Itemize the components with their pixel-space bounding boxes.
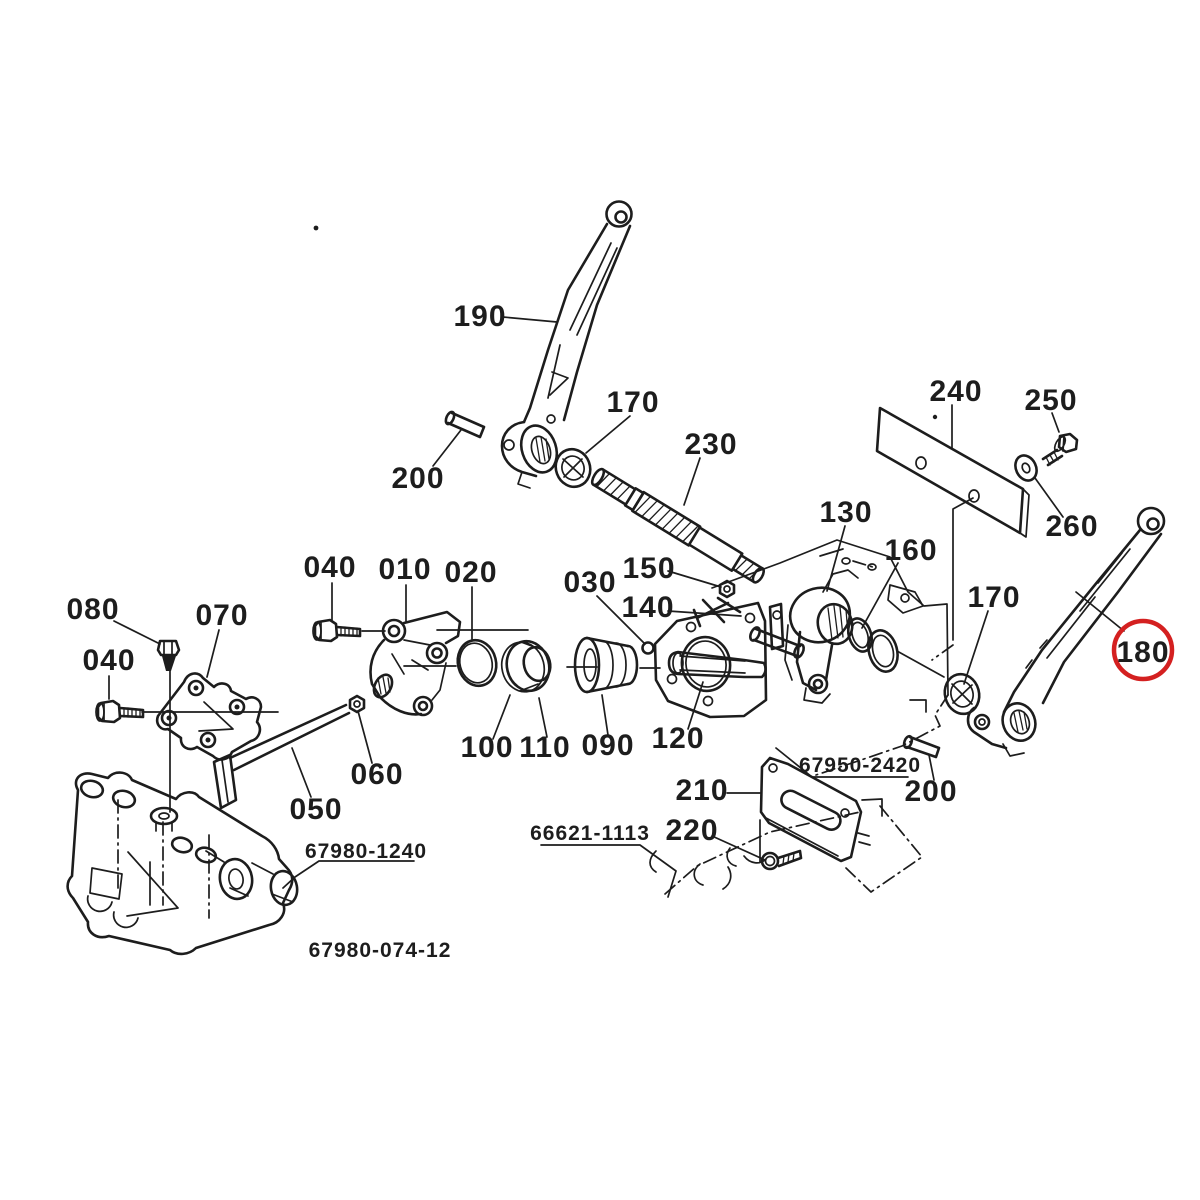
callout-170-right: 170: [967, 581, 1020, 614]
plate-120: [653, 601, 768, 719]
callout-200-left: 200: [391, 462, 444, 495]
callout-010: 010: [378, 553, 431, 586]
callout-050: 050: [289, 793, 342, 826]
callout-210: 210: [675, 774, 728, 807]
bolt-040-left: [95, 699, 145, 724]
part-number-67950-2420: 67950-2420: [799, 754, 921, 777]
callout-160: 160: [884, 534, 937, 567]
print-dot: [313, 225, 319, 231]
plate-070: [155, 672, 263, 761]
bolt-220: [760, 849, 803, 871]
callout-260: 260: [1045, 510, 1098, 543]
callout-110: 110: [519, 731, 570, 764]
bushing-110: [500, 639, 552, 693]
callout-020: 020: [444, 556, 497, 589]
drawing-number: 67980-074-12: [309, 939, 452, 962]
ball-030: [641, 641, 655, 655]
hydraulic-housing: [66, 771, 299, 956]
callout-180-highlighted: 180: [1116, 636, 1169, 669]
callout-100: 100: [460, 731, 513, 764]
seal-170-right: [943, 672, 981, 716]
nut-060: [348, 694, 366, 714]
leader-lines: [108, 316, 1125, 898]
cup-090: [573, 636, 639, 694]
snap-ring-160: [846, 617, 874, 653]
callout-170-left: 170: [606, 386, 659, 419]
callout-140: 140: [621, 591, 674, 624]
bracket-010: [369, 610, 462, 717]
part-number-66621-1113: 66621-1113: [530, 822, 650, 845]
fork-140: [692, 596, 805, 659]
lever-190: [500, 200, 633, 489]
bolt-250: [1041, 432, 1079, 467]
seal-170-left: [554, 447, 592, 489]
callout-190: 190: [453, 300, 506, 333]
callout-220: 220: [665, 814, 718, 847]
bolt-040-top: [312, 618, 362, 643]
plate-240: [875, 406, 1030, 538]
rod-050: [212, 703, 351, 810]
callout-250: 250: [1024, 384, 1077, 417]
callout-030: 030: [563, 566, 616, 599]
shaft-230: [590, 467, 765, 584]
lever-180: [966, 506, 1166, 757]
o-ring-100: [456, 638, 498, 688]
part-number-67980-1240: 67980-1240: [305, 840, 427, 863]
washer-260: [1014, 454, 1038, 482]
callout-090: 090: [581, 729, 634, 762]
part-number-labels: 67980-1240 66621-1113 67950-2420 67980-0…: [305, 754, 921, 962]
nut-150: [718, 579, 736, 599]
callout-060: 060: [350, 758, 403, 791]
pin-200-right: [902, 734, 941, 759]
plate-210: [759, 756, 863, 863]
callout-200-right: 200: [904, 775, 957, 808]
callout-labels: 190 200 170 230 240 250 260 130 160 150 …: [66, 300, 1169, 847]
callout-120: 120: [651, 722, 704, 755]
callout-230: 230: [684, 428, 737, 461]
callout-080: 080: [66, 593, 119, 626]
arm-130: [784, 569, 859, 704]
plug-080: [156, 639, 181, 671]
callout-150: 150: [622, 552, 675, 585]
callout-040-left: 040: [82, 644, 135, 677]
callout-070: 070: [195, 599, 248, 632]
pin-200-left: [444, 410, 486, 439]
highlight-circle-180: [1111, 618, 1175, 682]
callout-240: 240: [929, 375, 982, 408]
callout-040-top: 040: [303, 551, 356, 584]
callout-130: 130: [819, 496, 872, 529]
bearing-ring: [867, 629, 899, 673]
